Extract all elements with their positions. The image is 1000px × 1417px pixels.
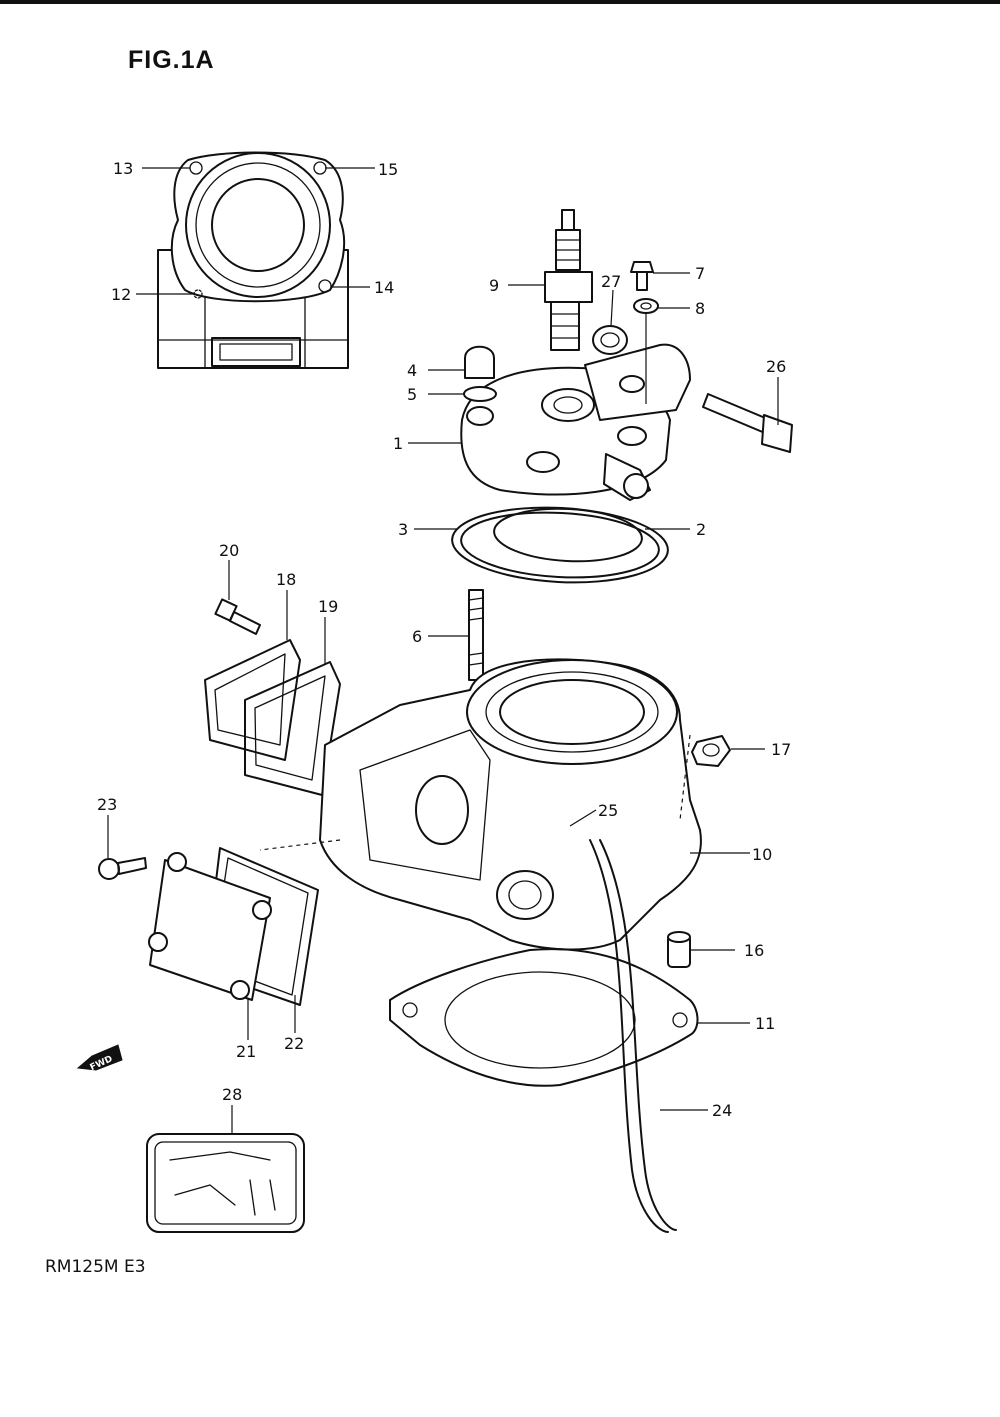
bolt-and-washer: [630, 261, 659, 314]
cylinder-head: [460, 343, 691, 501]
callout-9: 9: [489, 276, 499, 295]
callout-27: 27: [601, 272, 621, 291]
callout-21: 21: [236, 1042, 256, 1061]
figure-title: FIG.1A: [128, 46, 215, 74]
forward-direction-badge: FWD: [76, 1044, 123, 1073]
callout-17: 17: [771, 740, 791, 759]
callout-10: 10: [752, 845, 772, 864]
reed-gaskets: [204, 639, 341, 796]
cap-nut-and-washer: [463, 345, 497, 402]
head-o-rings: [451, 506, 669, 584]
callout-4: 4: [407, 361, 417, 380]
head-bolt: [702, 393, 793, 453]
cylinder-body: [319, 658, 702, 1233]
callout-14: 14: [374, 278, 394, 297]
callout-28: 28: [222, 1085, 242, 1104]
plug-cap: [592, 325, 628, 355]
callout-22: 22: [284, 1034, 304, 1053]
top-border: [0, 0, 1000, 4]
screw-20: [214, 598, 261, 635]
callout-25: 25: [598, 801, 618, 820]
callout-18: 18: [276, 570, 296, 589]
caution-label: [146, 1133, 305, 1233]
dowel-pin: [667, 931, 691, 968]
inset-cylinder-top-view: [157, 151, 349, 369]
callout-26: 26: [766, 357, 786, 376]
callout-numbers: 13 15 14 12 9 27 7 8 26 4 5 1 3 2 20 18 …: [97, 159, 791, 1120]
callout-12: 12: [111, 285, 131, 304]
callout-2: 2: [696, 520, 706, 539]
callout-1: 1: [393, 434, 403, 453]
callout-24: 24: [712, 1101, 732, 1120]
callout-16: 16: [744, 941, 764, 960]
callout-15: 15: [378, 160, 398, 179]
callout-13: 13: [113, 159, 133, 178]
base-gasket: [389, 948, 699, 1087]
callout-5: 5: [407, 385, 417, 404]
screw-23: [98, 857, 147, 880]
stud-bolt: [468, 589, 484, 681]
callout-23: 23: [97, 795, 117, 814]
callout-7: 7: [695, 264, 705, 283]
callout-3: 3: [398, 520, 408, 539]
model-code: RM125M E3: [45, 1257, 146, 1277]
callout-6: 6: [412, 627, 422, 646]
callout-8: 8: [695, 299, 705, 318]
leader-lines: [107, 167, 779, 1134]
spark-plug: [544, 209, 593, 351]
reed-cover-and-gasket: [148, 847, 319, 1006]
callout-20: 20: [219, 541, 239, 560]
callout-11: 11: [755, 1014, 775, 1033]
callout-19: 19: [318, 597, 338, 616]
flange-nut: [691, 735, 731, 767]
